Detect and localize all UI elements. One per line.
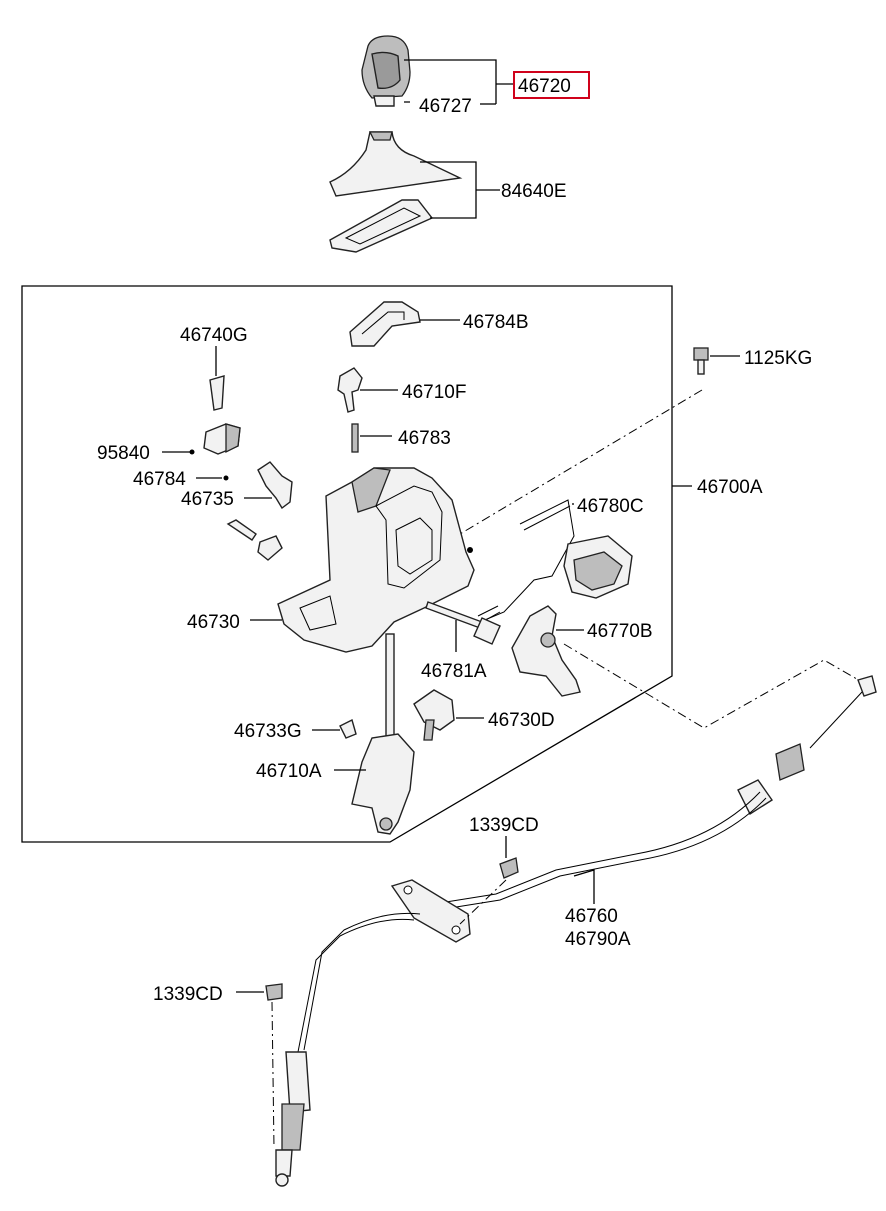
lever-clip-drawing: [337, 367, 363, 413]
cable-number-2[interactable]: 46790A: [565, 929, 631, 950]
switch-number[interactable]: 95840: [97, 443, 150, 464]
knob-insert-number[interactable]: 46727: [419, 96, 472, 117]
solenoid-drawing: [413, 689, 455, 741]
rod-drawing: [425, 601, 501, 645]
nut-upper-drawing: [499, 857, 519, 879]
lever-number[interactable]: 46710A: [256, 761, 322, 782]
small-pin-number[interactable]: 46784: [133, 469, 186, 490]
boot-leader: [420, 161, 500, 219]
bracket-number[interactable]: 46735: [181, 489, 234, 510]
pin-number[interactable]: 46783: [398, 428, 451, 449]
bolt-number[interactable]: 1125KG: [744, 348, 812, 369]
shift-boot-drawing: [329, 131, 463, 253]
knob-leader: [404, 59, 514, 104]
bolt-drawing: [693, 347, 709, 375]
indicator-cover-number[interactable]: 46784B: [463, 312, 529, 333]
clip-g-drawing: [339, 718, 357, 739]
bracket-drawing: [257, 461, 293, 510]
shift-cable-drawing: [275, 675, 877, 1187]
lever-drawing: [351, 633, 415, 835]
clip-g-number[interactable]: 46733G: [234, 721, 302, 742]
nut-lower-drawing: [265, 983, 283, 1001]
nut-lower-number[interactable]: 1339CD: [153, 984, 223, 1005]
knob-part-number[interactable]: 46720: [518, 76, 571, 97]
lever-bracket-drawing: [511, 605, 581, 697]
housing-drawing: [277, 467, 475, 653]
nut-upper-number[interactable]: 1339CD: [469, 815, 539, 836]
shifter-assembly-number[interactable]: 46700A: [697, 477, 763, 498]
shift-knob-drawing: [361, 35, 411, 107]
cable-number-1[interactable]: 46760: [565, 906, 618, 927]
bolt-dashed-line: [459, 389, 703, 535]
lever-clip-number[interactable]: 46710F: [402, 382, 466, 403]
knob-part-number-box: [513, 71, 590, 99]
spring-clip-number[interactable]: 46740G: [180, 325, 248, 346]
shift-lock-cable-drawing: [477, 499, 633, 623]
boot-part-number[interactable]: 84640E: [501, 181, 567, 202]
spring-clip-drawing: [209, 375, 225, 411]
indicator-cover-drawing: [349, 301, 421, 347]
assembly-frame: [21, 285, 673, 843]
lever-bracket-number[interactable]: 46770B: [587, 621, 653, 642]
housing-number[interactable]: 46730: [187, 612, 240, 633]
screw-drawing: [226, 519, 283, 561]
cable-dashed-line: [563, 643, 863, 729]
shift-lock-cable-number[interactable]: 46780C: [577, 496, 644, 517]
pin-drawing: [351, 423, 359, 453]
switch-drawing: [189, 423, 241, 455]
solenoid-number[interactable]: 46730D: [488, 710, 555, 731]
small-pin-drawing: [223, 475, 229, 481]
rod-number[interactable]: 46781A: [421, 661, 487, 682]
